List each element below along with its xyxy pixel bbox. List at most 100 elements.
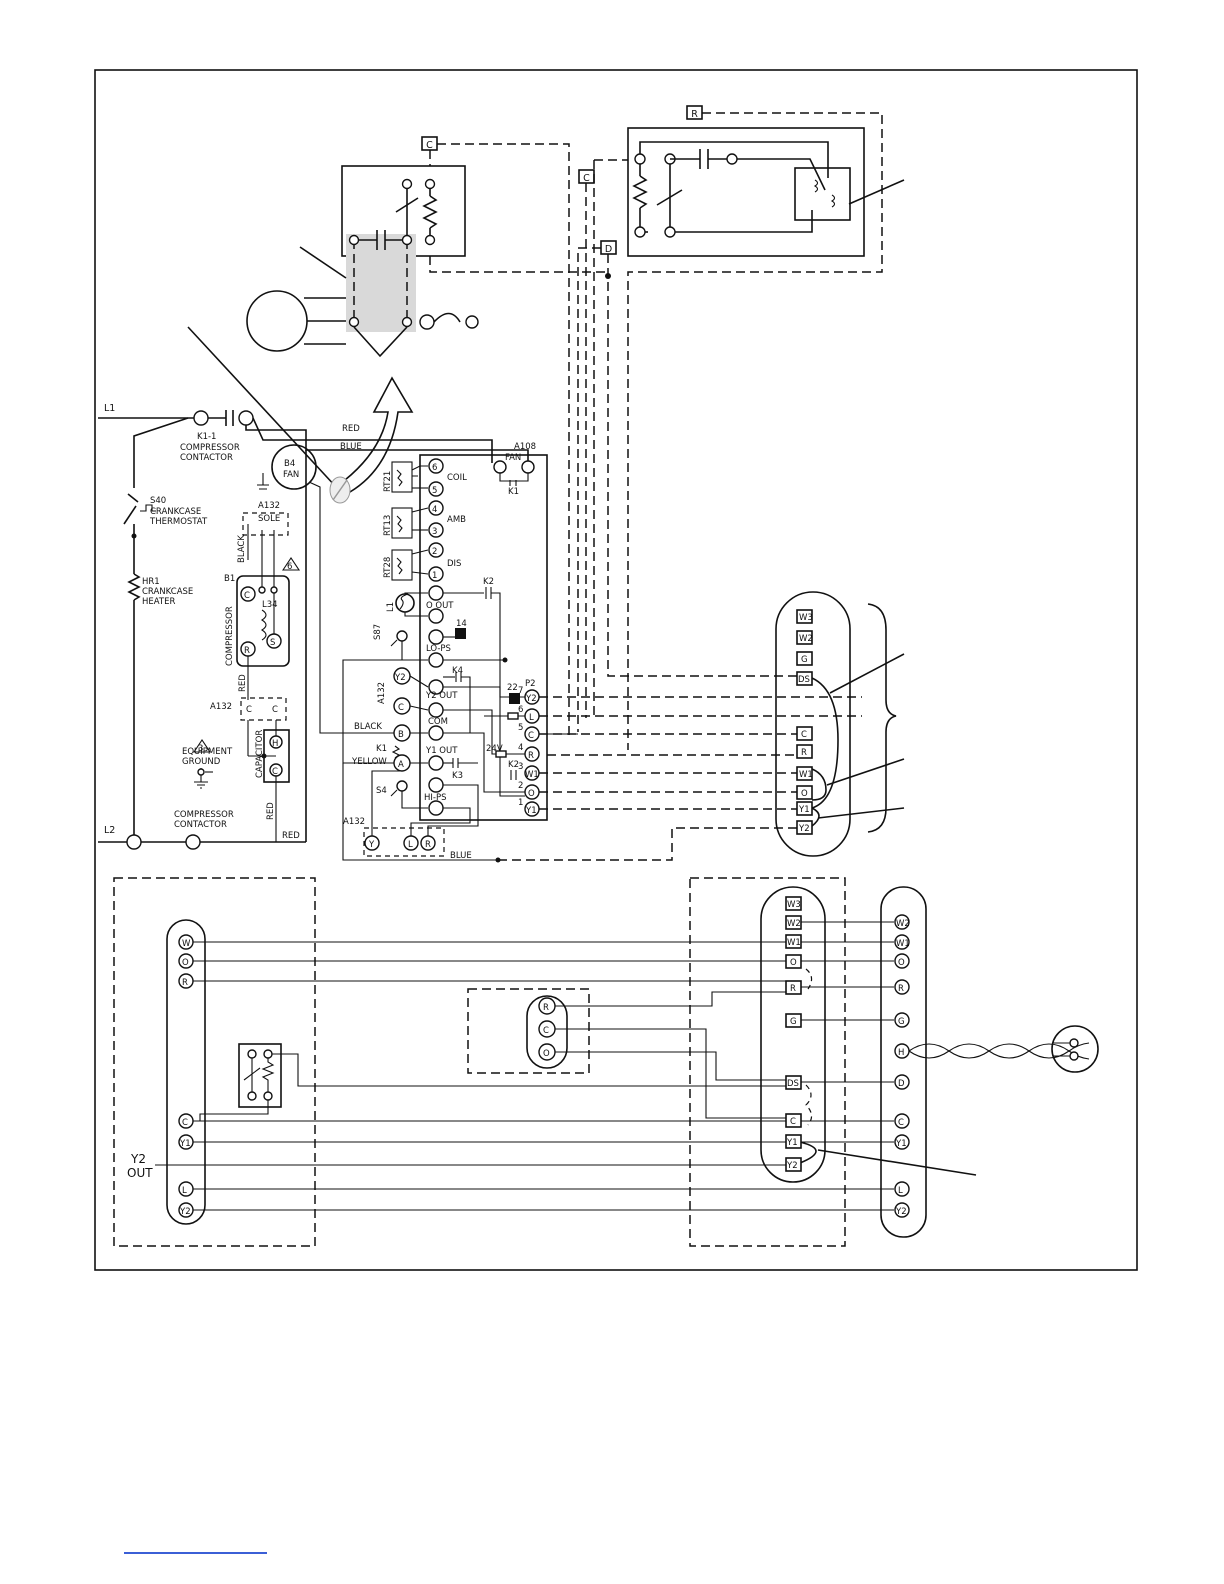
svg-text:G: G [898, 1017, 905, 1027]
svg-text:C: C [790, 1117, 796, 1127]
svg-text:C: C [272, 705, 278, 715]
svg-text:6: 6 [432, 463, 437, 473]
svg-text:COMPRESSOR: COMPRESSOR [225, 606, 235, 666]
svg-text:A108: A108 [514, 442, 536, 452]
callout-arrow [344, 376, 414, 494]
b4-fan-motor [271, 444, 317, 490]
svg-text:1: 1 [518, 798, 523, 808]
bottom-section: W O R C Y1 L Y2 Y2 OUT R C O W3 W2 W1 O … [113, 877, 1099, 1247]
svg-text:RED: RED [238, 674, 248, 692]
footer-link-underline[interactable] [124, 1552, 267, 1554]
svg-text:K1-1: K1-1 [197, 432, 216, 442]
svg-text:R: R [425, 840, 431, 850]
svg-text:S87: S87 [373, 624, 383, 640]
svg-text:W1: W1 [799, 770, 813, 780]
svg-text:W2: W2 [896, 919, 910, 929]
svg-text:Y2: Y2 [179, 1207, 191, 1217]
svg-text:C: C [398, 703, 404, 713]
svg-text:6: 6 [287, 562, 292, 572]
svg-text:R: R [182, 978, 188, 988]
svg-text:S4: S4 [376, 786, 387, 796]
svg-text:R: R [543, 1003, 549, 1013]
svg-text:L: L [898, 1186, 903, 1196]
svg-text:Y2: Y2 [525, 694, 537, 704]
svg-text:P2: P2 [525, 679, 536, 689]
svg-text:A132: A132 [343, 817, 365, 827]
svg-text:W2: W2 [787, 919, 801, 929]
svg-text:O: O [801, 789, 808, 799]
svg-text:Y1: Y1 [525, 806, 537, 816]
svg-text:L: L [408, 840, 413, 850]
left-unit-strip [166, 919, 206, 1225]
svg-text:H: H [898, 1048, 904, 1058]
svg-text:4: 4 [518, 743, 523, 753]
svg-text:Y1: Y1 [895, 1139, 907, 1149]
svg-text:K4: K4 [452, 666, 463, 676]
svg-text:CONTACTOR: CONTACTOR [180, 453, 233, 463]
svg-text:L1: L1 [104, 403, 115, 414]
svg-text:O: O [790, 958, 797, 968]
svg-text:A: A [398, 760, 404, 770]
svg-text:24V: 24V [486, 744, 503, 754]
svg-text:C: C [543, 1026, 549, 1036]
svg-text:2: 2 [518, 781, 523, 791]
svg-text:AMB: AMB [447, 515, 466, 525]
svg-text:K2: K2 [508, 760, 519, 770]
svg-text:RED: RED [282, 831, 300, 841]
svg-text:W3: W3 [787, 900, 801, 910]
svg-text:RT28: RT28 [383, 557, 393, 578]
twisted-pair [908, 1042, 1090, 1060]
svg-text:W: W [182, 939, 191, 949]
svg-text:O OUT: O OUT [426, 601, 454, 611]
svg-text:W1: W1 [525, 770, 539, 780]
top-dashed-wires: C C R D [421, 105, 883, 750]
control-board-a108: A108 FAN K1 RT21 RT13 RT28 6 5 4 3 2 [308, 442, 797, 863]
svg-text:RT21: RT21 [383, 471, 393, 492]
svg-text:DIS: DIS [447, 559, 461, 569]
svg-text:L2: L2 [104, 825, 115, 836]
svg-text:A132: A132 [377, 682, 387, 704]
svg-text:FAN: FAN [505, 453, 521, 463]
svg-text:R: R [790, 984, 796, 994]
svg-text:K1: K1 [508, 487, 519, 497]
fan-relay-box [187, 165, 479, 504]
svg-text:Y2: Y2 [394, 673, 406, 683]
svg-text:4: 4 [432, 505, 437, 515]
svg-text:Y: Y [368, 840, 375, 850]
svg-text:C: C [898, 1118, 904, 1128]
svg-text:G: G [801, 655, 808, 665]
reversing-valve-relay-box [627, 127, 905, 257]
svg-text:3: 3 [432, 527, 437, 537]
svg-text:C: C [801, 730, 807, 740]
svg-text:R: R [691, 109, 698, 120]
svg-text:14: 14 [456, 619, 467, 629]
svg-text:K1: K1 [376, 744, 387, 754]
svg-text:L34: L34 [262, 600, 278, 610]
svg-text:DS: DS [787, 1079, 799, 1089]
svg-text:L1: L1 [386, 602, 396, 612]
svg-text:W2: W2 [799, 634, 813, 644]
thermostat-terminal-strip-top: W3 W2 G DS C R W1 O Y1 Y2 [775, 591, 905, 857]
svg-text:G: G [790, 1017, 797, 1027]
svg-text:Y1 OUT: Y1 OUT [425, 746, 458, 756]
svg-text:R: R [244, 646, 250, 656]
svg-text:LO-PS: LO-PS [426, 644, 451, 654]
svg-text:THERMOSTAT: THERMOSTAT [149, 517, 208, 527]
right-outer-strip [880, 886, 927, 1238]
svg-text:A132: A132 [210, 702, 232, 712]
svg-text:S40: S40 [150, 496, 166, 506]
svg-text:Y2: Y2 [786, 1161, 798, 1171]
svg-text:BLACK: BLACK [237, 535, 247, 563]
svg-text:L: L [529, 713, 534, 723]
svg-text:R: R [801, 748, 807, 758]
svg-text:1: 1 [432, 571, 437, 581]
svg-text:7: 7 [518, 686, 523, 696]
svg-text:COM: COM [428, 717, 448, 727]
svg-text:C: C [583, 173, 590, 184]
right-inner-strip [760, 886, 826, 1183]
svg-text:C: C [182, 1118, 188, 1128]
svg-text:Y2: Y2 [895, 1207, 907, 1217]
diagram-frame [94, 69, 1138, 1271]
svg-text:COMPRESSOR: COMPRESSOR [174, 810, 234, 820]
